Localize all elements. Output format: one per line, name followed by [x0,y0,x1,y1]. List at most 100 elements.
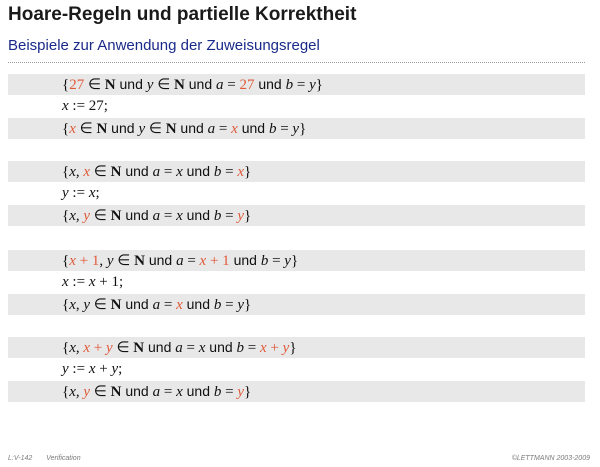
formula-token: a [152,208,161,224]
formula-token: = [160,164,177,180]
postcondition-row: {x, y ∈ N und a = x und b = y} [8,205,585,226]
formula-token: x [69,121,76,137]
assignment-row: y := x; [8,183,585,204]
formula-token: b [285,77,294,93]
formula-token: + 1; [95,274,124,290]
formula-token: und [176,120,208,136]
formula-token: } [244,384,252,400]
formula-token: und [121,207,153,223]
formula-token: und [121,383,153,399]
formula-token: , [75,297,84,313]
formula-token: y [111,361,119,377]
formula-token: und [182,163,214,179]
formula-token: = [221,208,238,224]
formula-token: N [104,77,116,93]
formula-token: } [290,253,299,269]
postcondition-row: {x ∈ N und y ∈ N und a = x und b = y} [8,118,585,139]
formula-token: := [68,274,89,290]
formula-token: x [199,253,207,269]
formula-token: und [121,296,153,312]
formula-token: y [62,185,69,201]
formula-token: x [69,164,76,180]
formula-token: x [83,340,91,356]
formula-token: und [184,76,216,92]
formula-token: y [284,253,291,269]
formula-token: ∈ [84,77,105,93]
formula-token: x [69,384,76,400]
formula-token: y [138,121,146,137]
formula-token: ∈ [153,77,175,93]
formula-token: { [62,121,70,137]
formula-token: = [221,384,238,400]
formula-token: x [176,384,183,400]
formula-token: N [134,253,145,269]
formula-token: a [152,164,161,180]
formula-token: a [152,384,161,400]
formula-token: b [213,208,222,224]
formula-token: , [75,208,84,224]
formula-token: { [62,297,70,313]
formula-token: a [216,77,224,93]
formula-token: x [176,208,183,224]
formula-token: N [110,208,122,224]
formula-token: ∈ [90,297,111,313]
formula-token: , [75,340,84,356]
formula-token: N [174,77,185,93]
formula-token: 27 [239,77,255,93]
formula-token: x [69,297,76,313]
formula-token: := 27; [68,98,108,114]
assignment-row: y := x + y; [8,359,585,380]
assignment-row: x := 27; [8,96,585,117]
formula-token: y [62,361,69,377]
formula-token: y [83,297,91,313]
formula-token: = [221,164,238,180]
formula-token: = [160,208,177,224]
formula-token: und [182,296,214,312]
formula-token: = [160,384,177,400]
formula-token: y [292,121,300,137]
formula-token: b [236,340,245,356]
formula-token: + 1 [206,253,230,269]
formula-token: , [99,253,107,269]
formula-token: x [69,253,76,269]
formula-token: y [237,384,245,400]
postcondition-row: {x, y ∈ N und a = x und b = y} [8,381,585,402]
formula-token: } [289,340,297,356]
formula-token: := [68,361,89,377]
formula-token: x [88,274,96,290]
formula-token: ; [118,361,123,377]
footer-slide-label: L:V-142 [8,455,33,462]
formula-token: x [88,185,96,201]
formula-token: b [260,253,269,269]
formula-token: a [175,340,183,356]
footer-left: L:V-142 Verification [8,455,81,462]
precondition-row: {27 ∈ N und y ∈ N und a = 27 und b = y} [8,74,585,95]
formula-token: + 1 [75,253,100,269]
formula-token: und [254,76,286,92]
formula-token: 27 [69,77,85,93]
formula-token: } [299,121,307,137]
formula-token: x [237,164,245,180]
formula-token: := [68,185,89,201]
formula-token: N [110,164,122,180]
formula-token: N [110,297,122,313]
precondition-row: {x, x + y ∈ N und a = x und b = x + y} [8,337,585,358]
formula-token: { [62,164,70,180]
formula-token: = [293,77,310,93]
postcondition-row: {x, y ∈ N und a = x und b = y} [8,294,585,315]
formula-token: ; [95,185,100,201]
formula-token: y [237,208,245,224]
formula-token: x [176,297,183,313]
formula-token: + [90,340,107,356]
formula-token: b [213,297,222,313]
formula-token: = [182,340,199,356]
precondition-row: {x + 1, y ∈ N und a = x + 1 und b = y} [8,250,585,271]
formula-token: und [182,207,214,223]
formula-token: a [176,253,184,269]
formula-token: x [62,98,69,114]
formula-token: { [62,340,70,356]
example-block: {x, x ∈ N und a = x und b = x}y := x;{x,… [8,161,585,226]
formula-token: { [62,208,70,224]
footer-topic: Verification [46,455,81,462]
formula-token: und [115,76,147,92]
